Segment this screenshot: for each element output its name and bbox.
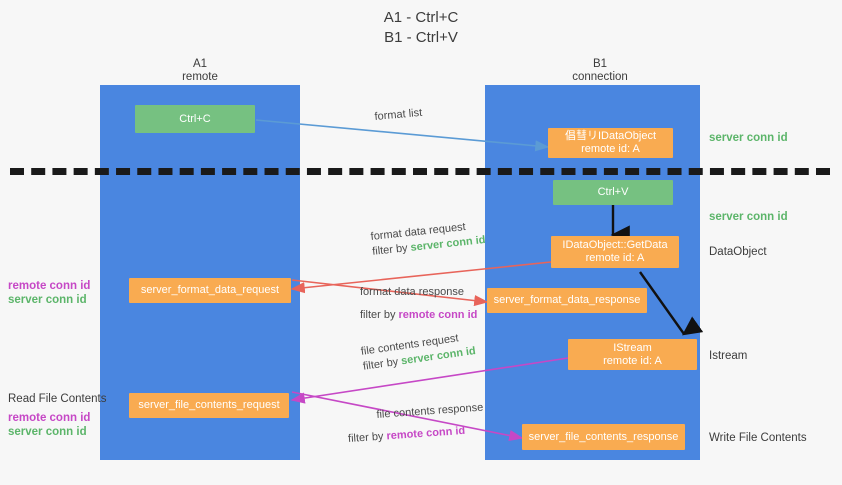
box-server-format-data-request-label: server_format_data_request <box>140 284 280 296</box>
filter-prefix: filter by <box>347 430 387 446</box>
label-conn-ids-mid: remote conn id server conn id <box>8 279 90 307</box>
box-getdata-line2: remote id: A <box>585 252 645 264</box>
label-remote-conn-id-mid: remote conn id <box>8 280 91 292</box>
label-server-conn-id-mid-left: server conn id <box>8 294 87 306</box>
annotation-format-data-request: format data request filter by server con… <box>370 218 486 260</box>
box-server-format-data-response[interactable]: server_format_data_response <box>487 288 647 313</box>
annotation-format-data-response: format data response filter by remote co… <box>360 285 477 323</box>
box-ctrl-v-label: Ctrl+V <box>597 186 629 198</box>
diagram-title: A1 - Ctrl+C B1 - Ctrl+V <box>0 8 842 48</box>
filter-value-remote-conn-id: remote conn id <box>386 424 466 443</box>
box-server-format-data-request[interactable]: server_format_data_request <box>129 278 291 303</box>
box-istream-line2: remote id: A <box>603 354 662 367</box>
box-server-file-contents-response[interactable]: server_file_contents_response <box>522 424 685 450</box>
column-header-a1-name: A1 <box>192 58 208 70</box>
annotation-format-data-response-title: format data response <box>360 286 464 298</box>
box-ctrl-v[interactable]: Ctrl+V <box>553 180 673 205</box>
label-istream: Istream <box>709 350 748 362</box>
box-server-file-contents-request[interactable]: server_file_contents_request <box>129 393 289 418</box>
box-ctrl-c[interactable]: Ctrl+C <box>135 105 255 133</box>
box-istream[interactable]: IStream remote id: A <box>568 339 697 370</box>
annotation-format-list: format list <box>374 106 423 123</box>
column-header-b1: B1 connection <box>485 58 715 84</box>
label-write-file-contents: Write File Contents <box>709 432 807 444</box>
phase-divider <box>10 168 830 175</box>
filter-value-remote-conn-id: remote conn id <box>398 309 478 321</box>
box-getdata-line1: IDataObject::GetData <box>562 239 668 251</box>
column-header-b1-name: B1 <box>592 58 608 70</box>
column-header-a1-sub: remote <box>182 71 218 83</box>
filter-prefix: filter by <box>371 241 412 258</box>
box-server-file-contents-request-label: server_file_contents_request <box>138 399 280 411</box>
annotation-file-contents-response: file contents response filter by remote … <box>348 401 485 445</box>
box-getdata[interactable]: IDataObject::GetData remote id: A <box>551 236 679 268</box>
label-server-conn-id-top: server conn id <box>709 132 788 144</box>
box-server-format-data-response-label: server_format_data_response <box>493 294 641 306</box>
label-server-conn-id-mid: server conn id <box>709 211 788 223</box>
annotation-file-contents-request: file contents request filter by server c… <box>360 329 477 375</box>
box-ctrl-c-label: Ctrl+C <box>179 112 211 125</box>
title-line-2: B1 - Ctrl+V <box>384 29 458 46</box>
title-line-1: A1 - Ctrl+C <box>383 9 459 26</box>
annotation-format-data-response-filter: filter by remote conn id <box>360 308 477 323</box>
box-idataobject-line1: 倡彗リIDataObject <box>564 130 657 142</box>
annotation-file-contents-response-filter: filter by remote conn id <box>348 422 486 447</box>
filter-prefix: filter by <box>362 355 403 373</box>
box-idataobject-line2: remote id: A <box>581 143 640 155</box>
annotation-file-contents-response-title: file contents response <box>376 401 484 421</box>
column-header-a1: A1 remote <box>100 58 300 84</box>
label-read-file-contents: Read File Contents <box>8 393 107 405</box>
box-istream-line1: IStream <box>613 341 652 354</box>
box-server-file-contents-response-label: server_file_contents_response <box>528 430 679 443</box>
label-conn-ids-bottom: remote conn id server conn id <box>8 411 90 439</box>
box-idataobject[interactable]: 倡彗リIDataObject remote id: A <box>548 128 673 158</box>
label-remote-conn-id-bottom: remote conn id <box>8 412 91 424</box>
label-dataobject: DataObject <box>709 246 767 258</box>
column-header-b1-sub: connection <box>572 71 628 83</box>
filter-prefix: filter by <box>360 309 399 321</box>
label-server-conn-id-bottom: server conn id <box>8 426 87 438</box>
